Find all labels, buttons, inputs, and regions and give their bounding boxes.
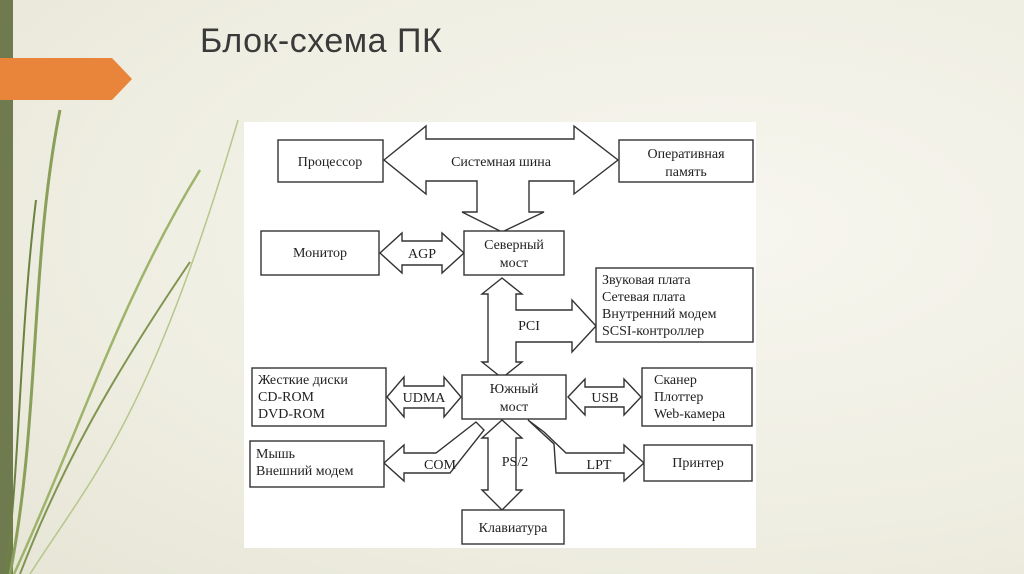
diagram-panel: Процессор Оперативная память Системная ш…: [244, 122, 756, 548]
printer-label: Принтер: [672, 456, 723, 471]
pci-label: PCI: [518, 319, 540, 334]
card-label-3: Внутренний модем: [602, 307, 717, 322]
title-accent-arrow: [0, 58, 132, 100]
agp-label: AGP: [408, 247, 436, 262]
usb-label: USB: [591, 391, 618, 406]
scan-label-2: Плоттер: [654, 390, 703, 405]
cpu-label: Процессор: [298, 155, 363, 170]
cpu-block: [277, 139, 384, 183]
northbridge-block: [463, 230, 565, 276]
northbridge-label-1: Северный: [484, 238, 544, 253]
northbridge-label-2: мост: [500, 256, 529, 271]
com-arrow: [382, 421, 485, 483]
disks-label-1: Жесткие диски: [258, 373, 348, 388]
ram-label-2: память: [665, 165, 707, 180]
ram-block: [618, 139, 754, 183]
card-label-1: Звуковая плата: [602, 273, 691, 288]
keyboard-label: Клавиатура: [479, 521, 548, 536]
southbridge-block: [461, 374, 567, 420]
ps2-label: PS/2: [502, 455, 528, 470]
printer-block: [643, 444, 753, 482]
mouse-label-1: Мышь: [256, 447, 295, 462]
disks-block: [251, 367, 387, 427]
system-bus-arrow: [382, 124, 620, 233]
card-label-4: SCSI-контроллер: [602, 324, 704, 339]
usb-arrow: [567, 377, 642, 417]
southbridge-label-1: Южный: [490, 382, 539, 397]
block-diagram: Процессор Оперативная память Системная ш…: [249, 124, 754, 545]
com-label: COM: [424, 458, 456, 473]
scan-label-1: Сканер: [654, 373, 697, 388]
ram-label-1: Оперативная: [647, 147, 725, 162]
udma-label: UDMA: [403, 391, 447, 406]
card-label-2: Сетевая плата: [602, 290, 686, 305]
disks-label-3: DVD-ROM: [258, 407, 325, 422]
southbridge-label-2: мост: [500, 400, 529, 415]
mouse-modem-block: [249, 440, 385, 488]
system-bus-label: Системная шина: [451, 155, 552, 170]
udma-arrow: [386, 375, 462, 419]
decorative-grass: [5, 109, 239, 574]
lpt-label: LPT: [587, 458, 612, 473]
monitor-block: [260, 230, 380, 276]
left-accent-bar: [0, 0, 13, 574]
disks-label-2: CD-ROM: [258, 390, 315, 405]
mouse-label-2: Внешний модем: [256, 464, 354, 479]
pci-arrow: [480, 277, 597, 379]
keyboard-block: [461, 509, 565, 545]
expansion-cards-block: [595, 267, 754, 343]
scan-label-3: Web-камера: [654, 407, 726, 422]
monitor-label: Монитор: [293, 246, 347, 261]
scan-devices-block: [641, 367, 753, 427]
slide-title: Блок-схема ПК: [200, 22, 443, 60]
